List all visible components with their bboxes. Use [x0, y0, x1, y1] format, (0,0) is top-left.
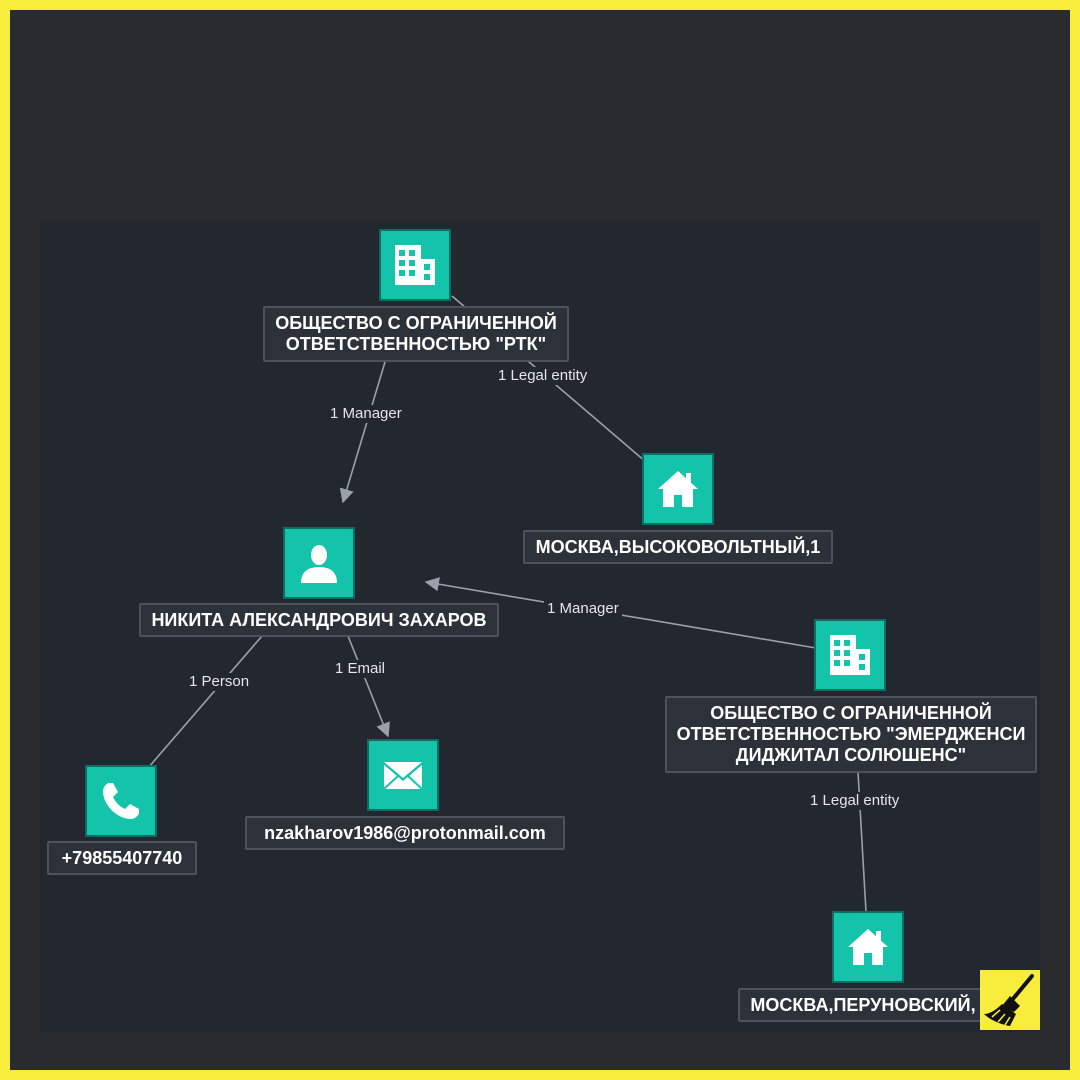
edge-label-rtk-manager: 1 Manager	[327, 405, 405, 423]
envelope-icon[interactable]	[367, 739, 439, 811]
person-label[interactable]: НИКИТА АЛЕКСАНДРОВИЧ ЗАХАРОВ	[139, 603, 499, 637]
edge-person-email	[347, 635, 390, 738]
edge-label-emergency-legal: 1 Legal entity	[807, 792, 903, 810]
house-icon[interactable]	[832, 911, 904, 983]
edge-person-phone	[147, 635, 263, 769]
edge-label-rtk-legal: 1 Legal entity	[495, 367, 591, 385]
email-label[interactable]: nzakharov1986@protonmail.com	[245, 816, 565, 850]
phone-label[interactable]: +79855407740	[47, 841, 197, 875]
edge-label-person-phone: 1 Person	[186, 673, 253, 691]
building-icon[interactable]	[379, 229, 451, 301]
company-emergency-label[interactable]: ОБЩЕСТВО С ОГРАНИЧЕННОЙ ОТВЕТСТВЕННОСТЬЮ…	[665, 696, 1037, 773]
address-1-label[interactable]: МОСКВА,ВЫСОКОВОЛЬТНЫЙ,1	[523, 530, 833, 564]
company-rtk-label[interactable]: ОБЩЕСТВО С ОГРАНИЧЕННОЙ ОТВЕТСТВЕННОСТЬЮ…	[263, 306, 569, 362]
building-icon[interactable]	[814, 619, 886, 691]
edge-label-emergency-manager: 1 Manager	[544, 600, 622, 618]
phone-icon[interactable]	[85, 765, 157, 837]
edge-rtk-manager	[339, 361, 386, 504]
address-2-label[interactable]: МОСКВА,ПЕРУНОВСКИЙ,	[738, 988, 988, 1022]
edge-label-person-email: 1 Email	[332, 660, 389, 678]
house-icon[interactable]	[642, 453, 714, 525]
person-icon[interactable]	[283, 527, 355, 599]
broom-icon	[980, 970, 1040, 1030]
